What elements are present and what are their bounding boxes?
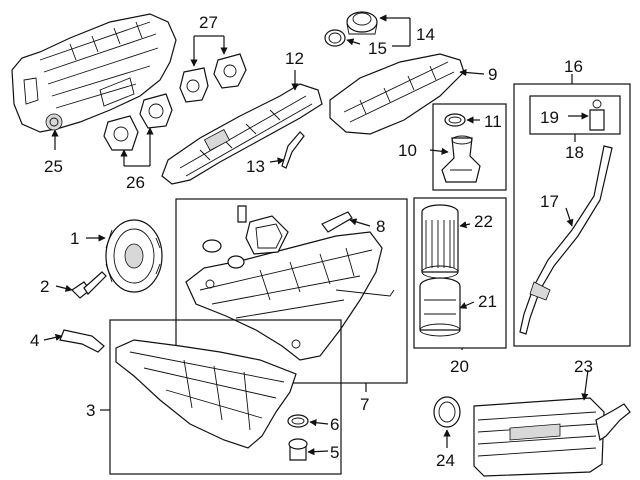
manifold-gaskets-part bbox=[103, 93, 173, 151]
drain-plug-part bbox=[288, 438, 308, 461]
callout-26: 26 bbox=[126, 173, 145, 192]
callout-1: 1 bbox=[70, 229, 79, 248]
lower-oil-pan-part bbox=[115, 339, 297, 449]
callout-20: 20 bbox=[450, 357, 469, 376]
callout-4: 4 bbox=[30, 331, 39, 350]
callout-13: 13 bbox=[246, 157, 265, 176]
valve-cover-part bbox=[161, 83, 323, 185]
callout-19: 19 bbox=[540, 108, 559, 127]
oil-filter-cap-part bbox=[419, 277, 461, 337]
callout-labels: 25 27 26 12 13 14 15 9 11 10 16 19 18 17… bbox=[30, 13, 593, 470]
callout-17: 17 bbox=[540, 192, 559, 211]
callout-25: 25 bbox=[44, 157, 63, 176]
callout-12: 12 bbox=[285, 49, 304, 68]
callout-23: 23 bbox=[574, 357, 593, 376]
callout-11: 11 bbox=[484, 112, 502, 131]
callout-16: 16 bbox=[564, 57, 583, 76]
filter-stem-part bbox=[441, 135, 481, 183]
sensor-part bbox=[281, 131, 305, 169]
oil-pan-lower-box bbox=[109, 319, 342, 475]
gasket-set-part bbox=[202, 205, 289, 269]
bracket-part bbox=[59, 329, 105, 353]
callout-10: 10 bbox=[398, 141, 417, 160]
callout-6: 6 bbox=[330, 415, 339, 434]
filter-housing-box bbox=[432, 103, 507, 191]
callout-8: 8 bbox=[376, 217, 385, 236]
callout-22: 22 bbox=[474, 212, 493, 231]
callout-18: 18 bbox=[565, 143, 584, 162]
callout-24: 24 bbox=[436, 451, 455, 470]
callout-7: 7 bbox=[360, 395, 369, 414]
callout-15: 15 bbox=[368, 39, 387, 58]
oil-filler-cap-part bbox=[346, 11, 378, 35]
oil-pan-plug-part bbox=[321, 211, 353, 233]
pulley-bolt-part bbox=[71, 271, 107, 299]
intake-manifold-part bbox=[11, 13, 177, 133]
dipstick-tube-part bbox=[519, 145, 613, 335]
small-gaskets-part bbox=[179, 53, 247, 103]
callout-5: 5 bbox=[330, 443, 339, 462]
valve-cover-right-part bbox=[329, 53, 465, 135]
oil-filter-element-part bbox=[421, 204, 459, 279]
callout-2: 2 bbox=[40, 277, 49, 296]
oil-cooler-part bbox=[473, 397, 631, 477]
filler-cap-seal-part bbox=[324, 29, 346, 47]
callout-3: 3 bbox=[86, 401, 95, 420]
callout-27: 27 bbox=[199, 13, 218, 32]
oil-filter-box bbox=[413, 197, 507, 349]
o-ring-part bbox=[433, 396, 461, 428]
drain-washer-part bbox=[287, 414, 309, 428]
callout-9: 9 bbox=[488, 65, 497, 84]
callout-21: 21 bbox=[478, 292, 497, 311]
leader-lines bbox=[43, 14, 589, 456]
crankshaft-pulley-part bbox=[105, 219, 163, 293]
callout-14: 14 bbox=[416, 25, 435, 44]
dipstick-seals-part bbox=[589, 99, 605, 131]
seal-ring-part bbox=[444, 113, 466, 127]
